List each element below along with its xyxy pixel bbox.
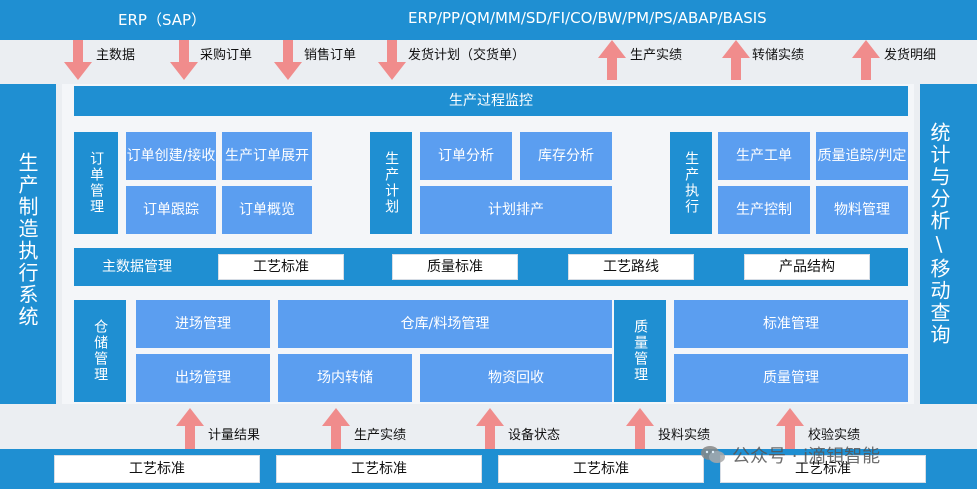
up-arrow-icon xyxy=(776,408,804,449)
master-quality-std: 质量标准 xyxy=(392,254,518,280)
mes-panel: 生产过程监控 订单管理 订单创建/接收 生产订单展开 订单跟踪 订单概览 生产计… xyxy=(62,84,914,404)
inventory-analysis-box: 库存分析 xyxy=(520,132,612,180)
erp-modules-label: ERP/PP/QM/MM/SD/FI/CO/BW/PM/PS/ABAP/BASI… xyxy=(408,9,767,27)
outbound-box: 出场管理 xyxy=(136,354,270,402)
up-arrow-icon xyxy=(322,408,350,449)
arrow-label-measurement: 计量结果 xyxy=(208,428,261,443)
arrow-label-master-data: 主数据 xyxy=(96,48,136,63)
material-mgmt-box: 物料管理 xyxy=(816,186,908,234)
watermark: 公众号 · i滴钼智能 xyxy=(700,442,880,468)
order-expand-box: 生产订单展开 xyxy=(222,132,312,180)
master-process-std: 工艺标准 xyxy=(218,254,344,280)
down-arrow-icon xyxy=(274,40,302,80)
mes-label: 生产制造执行系统 xyxy=(15,152,39,328)
quality-trace-box: 质量追踪/判定 xyxy=(816,132,908,180)
material-recycle-box: 物资回收 xyxy=(420,354,612,402)
work-order-box: 生产工单 xyxy=(718,132,810,180)
wechat-icon xyxy=(701,446,725,463)
arrow-label-production-result: 生产实绩 xyxy=(630,48,683,63)
erp-sap-label: ERP（SAP） xyxy=(118,11,207,29)
quality-label: 质量管理 xyxy=(614,300,666,402)
up-arrow-icon xyxy=(626,408,654,449)
up-arrow-icon xyxy=(598,40,626,80)
mes-side-bar: 生产制造执行系统 xyxy=(0,84,56,404)
bottom-band: 工艺标准 工艺标准 工艺标准 工艺标准 xyxy=(0,449,977,489)
order-track-box: 订单跟踪 xyxy=(126,186,216,234)
standard-mgmt-box: 标准管理 xyxy=(674,300,908,348)
order-overview-box: 订单概览 xyxy=(222,186,312,234)
arrow-label-purchase-order: 采购订单 xyxy=(200,48,253,63)
bottom-process-std-3: 工艺标准 xyxy=(498,455,704,483)
arrow-label-calibration-result: 校验实绩 xyxy=(808,428,861,443)
erp-band: ERP（SAP） ERP/PP/QM/MM/SD/FI/CO/BW/PM/PS/… xyxy=(0,0,977,40)
plan-label: 生产计划 xyxy=(370,132,412,234)
watermark-text: 公众号 · i滴钼智能 xyxy=(732,446,881,467)
inbound-box: 进场管理 xyxy=(136,300,270,348)
up-arrow-icon xyxy=(476,408,504,449)
down-arrow-icon xyxy=(170,40,198,80)
arrow-label-production-result-bottom: 生产实绩 xyxy=(354,428,407,443)
warehouse-label: 仓储管理 xyxy=(74,300,126,402)
master-data-label: 主数据管理 xyxy=(102,258,172,275)
down-arrow-icon xyxy=(64,40,92,80)
scheduling-box: 计划排产 xyxy=(420,186,612,234)
yard-mgmt-box: 仓库/料场管理 xyxy=(278,300,612,348)
internal-transfer-box: 场内转储 xyxy=(278,354,412,402)
process-monitor-bar: 生产过程监控 xyxy=(74,86,908,116)
arrow-label-delivery-plan: 发货计划（交货单） xyxy=(408,48,526,63)
exec-label: 生产执行 xyxy=(670,132,712,234)
arrow-label-equipment-status: 设备状态 xyxy=(508,428,561,443)
arrow-label-transfer-result: 转储实绩 xyxy=(752,48,805,63)
analytics-label: 统计与分析\移动查询 xyxy=(927,122,951,346)
quality-mgmt-box: 质量管理 xyxy=(674,354,908,402)
arrow-label-feeding-result: 投料实绩 xyxy=(658,428,711,443)
order-create-box: 订单创建/接收 xyxy=(126,132,216,180)
order-mgmt-label: 订单管理 xyxy=(74,132,118,234)
up-arrow-icon xyxy=(722,40,750,80)
arrow-label-delivery-detail: 发货明细 xyxy=(884,48,937,63)
up-arrow-icon xyxy=(176,408,204,449)
master-routing: 工艺路线 xyxy=(568,254,694,280)
order-analysis-box: 订单分析 xyxy=(420,132,512,180)
down-arrow-icon xyxy=(378,40,406,80)
arrow-label-sales-order: 销售订单 xyxy=(304,48,357,63)
production-control-box: 生产控制 xyxy=(718,186,810,234)
bottom-process-std-1: 工艺标准 xyxy=(54,455,260,483)
bottom-process-std-4: 工艺标准 xyxy=(720,455,926,483)
master-product-structure: 产品结构 xyxy=(744,254,870,280)
up-arrow-icon xyxy=(852,40,880,80)
bottom-process-std-2: 工艺标准 xyxy=(276,455,482,483)
analytics-side-bar: 统计与分析\移动查询 xyxy=(920,84,977,404)
